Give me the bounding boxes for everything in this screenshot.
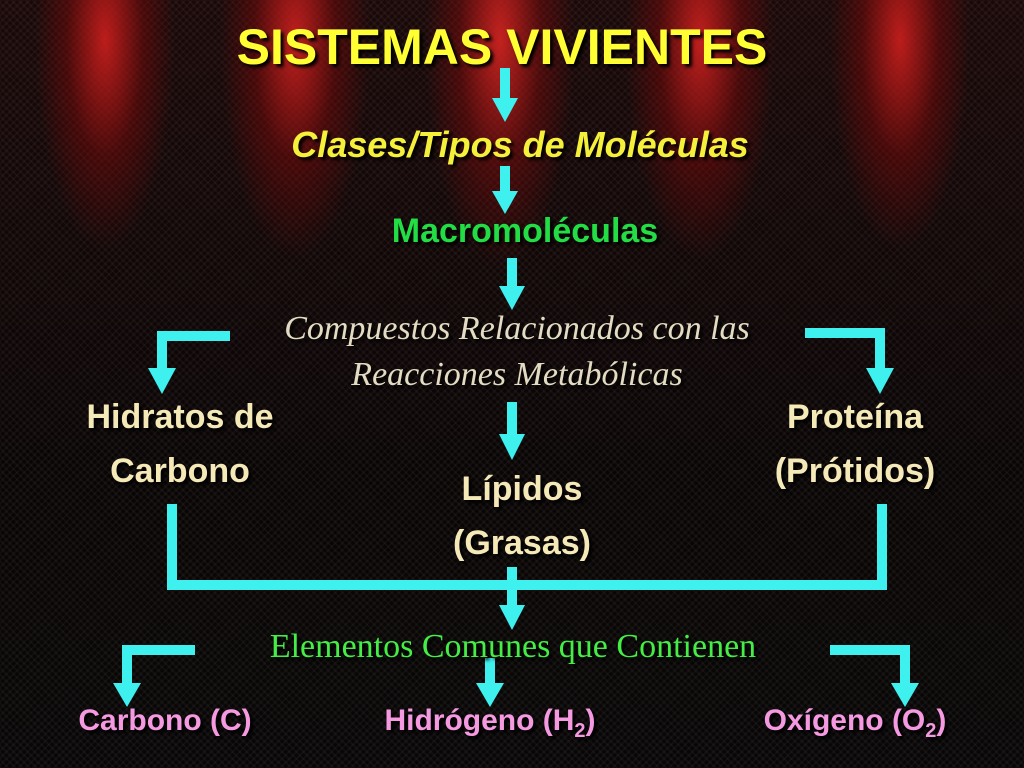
element-oxigeno: Oxígeno (O2): [730, 704, 980, 741]
proteina-line1: Proteína: [786, 398, 924, 436]
macromoleculas-label: Macromoléculas: [391, 212, 659, 250]
arrow-elementos-to-oxigeno: [830, 645, 910, 685]
arrowhead: [499, 605, 525, 630]
merge-connector: [167, 504, 887, 590]
arrowhead: [492, 98, 518, 122]
hidratos-line1: Hidratos de: [86, 398, 274, 436]
arrowhead: [499, 286, 525, 310]
arrowhead: [866, 368, 894, 394]
element-carbono: Carbono (C): [78, 704, 252, 737]
lipidos-line1: Lípidos: [461, 470, 583, 508]
hidrogeno-suffix: ): [585, 704, 596, 737]
compuestos-line1: Compuestos Relacionados con las: [284, 310, 750, 347]
arrowhead: [499, 434, 525, 460]
arrowhead: [492, 191, 518, 214]
hidrogeno-subscript: 2: [574, 720, 586, 742]
lipidos-line2: (Grasas): [453, 524, 591, 562]
hidrogeno-prefix: Hidrógeno (H: [384, 704, 575, 737]
compuestos-label: Compuestos Relacionados con las Reaccion…: [0, 306, 1024, 398]
oxigeno-subscript: 2: [925, 720, 937, 742]
arrow-elementos-to-carbono: [122, 645, 195, 685]
proteina-node: Proteína (Prótidos): [748, 390, 962, 498]
element-hidrogeno: Hidrógeno (H2): [345, 704, 635, 741]
hidratos-line2: Carbono: [110, 452, 250, 490]
compuestos-line2: Reacciones Metabólicas: [351, 356, 683, 393]
arrowhead: [113, 683, 141, 707]
lipidos-node: Lípidos (Grasas): [420, 462, 624, 570]
elementos-comunes-label: Elementos Comunes que Contienen: [269, 628, 757, 665]
hidratos-de-carbono-node: Hidratos de Carbono: [58, 390, 302, 498]
arrow-compuestos-to-proteina: [805, 328, 885, 370]
page-title: SISTEMAS VIVIENTES: [236, 19, 768, 75]
oxigeno-suffix: ): [936, 704, 947, 737]
arrow-compuestos-to-hidratos: [157, 331, 230, 370]
arrowhead: [148, 368, 176, 394]
arrowhead: [891, 683, 919, 707]
subtitle: Clases/Tipos de Moléculas: [291, 124, 749, 165]
oxigeno-prefix: Oxígeno (O: [763, 704, 926, 737]
proteina-line2: (Prótidos): [774, 452, 936, 490]
arrowhead: [476, 683, 504, 707]
